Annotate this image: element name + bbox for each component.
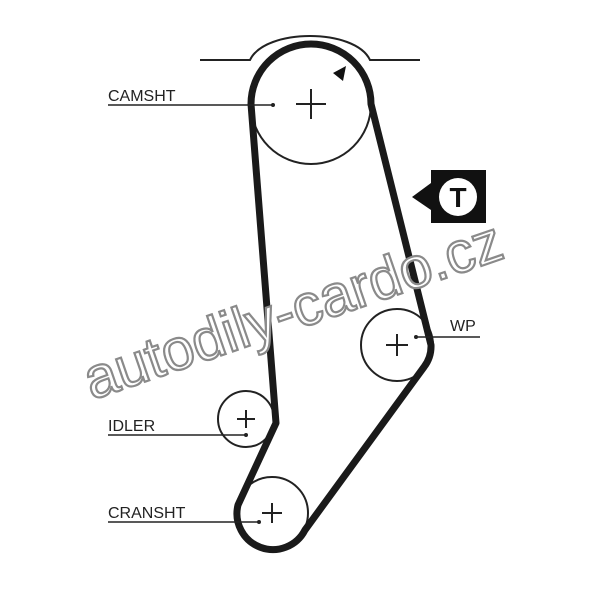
tensioner-label: T: [449, 182, 466, 213]
watermark: autodily-cardo.cz: [75, 208, 511, 412]
camshaft-label: CAMSHT: [108, 88, 176, 105]
camshaft-center-cross: [296, 89, 326, 119]
timing-belt: [233, 40, 435, 554]
rotation-arrow-icon: [333, 66, 346, 81]
cover-outline: [200, 35, 420, 61]
water-pump-label: WP: [450, 318, 476, 335]
crankshaft-label: CRANSHT: [108, 505, 186, 522]
idler-label: IDLER: [108, 418, 155, 435]
tensioner-marker: T: [412, 170, 486, 223]
